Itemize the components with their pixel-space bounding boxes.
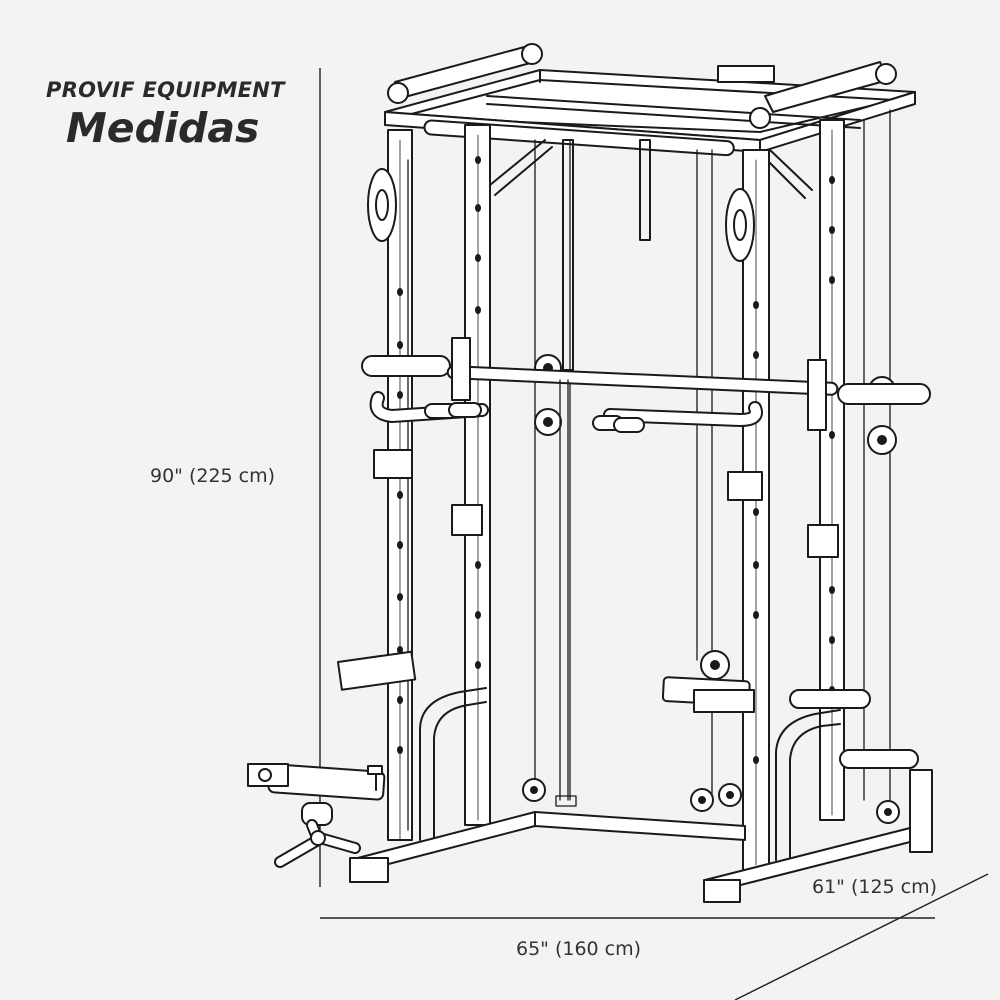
page-heading: Medidas [66, 104, 260, 152]
rear-right-upright [819, 119, 845, 821]
landmine-attachment [247, 763, 386, 868]
base-guards [419, 687, 841, 861]
height-dimension-label: 90" (225 cm) [150, 465, 276, 487]
base-frame [349, 749, 933, 903]
spotter-arms [336, 449, 871, 713]
center-rope [555, 379, 577, 807]
smith-bar [361, 337, 931, 431]
rack-drawing [247, 43, 933, 903]
rear-left-upright [464, 124, 491, 826]
front-right-upright [742, 149, 770, 871]
dimension-lines [319, 68, 989, 1000]
cables [407, 109, 891, 831]
dip-handles [369, 391, 763, 433]
depth-dimension-label: 61" (125 cm) [812, 876, 938, 898]
brand-name: PROVIF EQUIPMENT [46, 78, 285, 102]
depth-dimension-line [734, 873, 989, 1000]
width-dimension-label: 65" (160 cm) [516, 938, 642, 960]
